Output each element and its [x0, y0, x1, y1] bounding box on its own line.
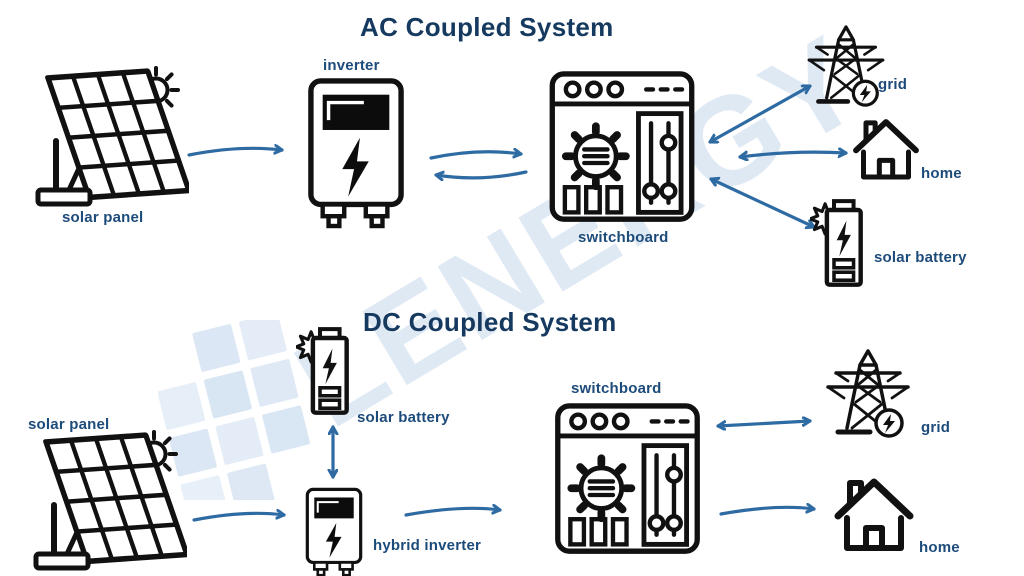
grid-tower-icon [826, 349, 910, 438]
arrow-ac-panel-to-inverter [187, 138, 284, 157]
home-icon [853, 119, 919, 180]
arrow-dc-hybrid-inverter-to-switchboard [404, 500, 502, 517]
dc-home-label: home [919, 539, 960, 556]
dc-switchboard-label: switchboard [571, 380, 662, 397]
arrow-ac-switchboard-grid [708, 84, 812, 144]
ac-solar-panel-label: solar panel [62, 209, 144, 226]
ac-switchboard-label: switchboard [578, 229, 669, 246]
ac-section-title: AC Coupled System [360, 12, 614, 42]
arrow-ac-switchboard-battery [709, 172, 816, 234]
solar-battery-icon [296, 327, 349, 415]
arrow-dc-switchboard-to-home [719, 498, 816, 516]
ac-grid-label: grid [878, 76, 908, 93]
dc-solar-battery-label: solar battery [357, 409, 450, 426]
dc-hybrid-inverter-label: hybrid inverter [373, 537, 482, 554]
arrow-ac-inverter-switchboard [429, 142, 528, 188]
inverter-icon [308, 78, 404, 229]
arrow-dc-panel-to-hybrid-inverter [192, 504, 286, 522]
dc-grid-label: grid [921, 419, 951, 436]
solar-panel-icon [33, 430, 187, 571]
dc-solar-panel-label: solar panel [28, 416, 110, 433]
grid-tower-icon [807, 25, 885, 107]
ac-solar-battery-label: solar battery [874, 249, 967, 266]
solar-battery-icon [810, 199, 863, 287]
ac-home-label: home [921, 165, 962, 182]
arrow-dc-battery-hybrid-inverter [320, 425, 346, 479]
solar-panel-icon [35, 66, 189, 207]
watermark-logo-squares-icon [158, 320, 310, 500]
hybrid-inverter-icon [305, 487, 363, 576]
ac-inverter-label: inverter [323, 57, 380, 74]
switchboard-icon [549, 71, 695, 222]
arrow-dc-switchboard-grid [716, 412, 812, 434]
dc-section-title: DC Coupled System [363, 307, 617, 337]
switchboard-icon [555, 403, 700, 554]
arrow-ac-switchboard-home [738, 144, 848, 166]
home-icon [834, 478, 914, 551]
